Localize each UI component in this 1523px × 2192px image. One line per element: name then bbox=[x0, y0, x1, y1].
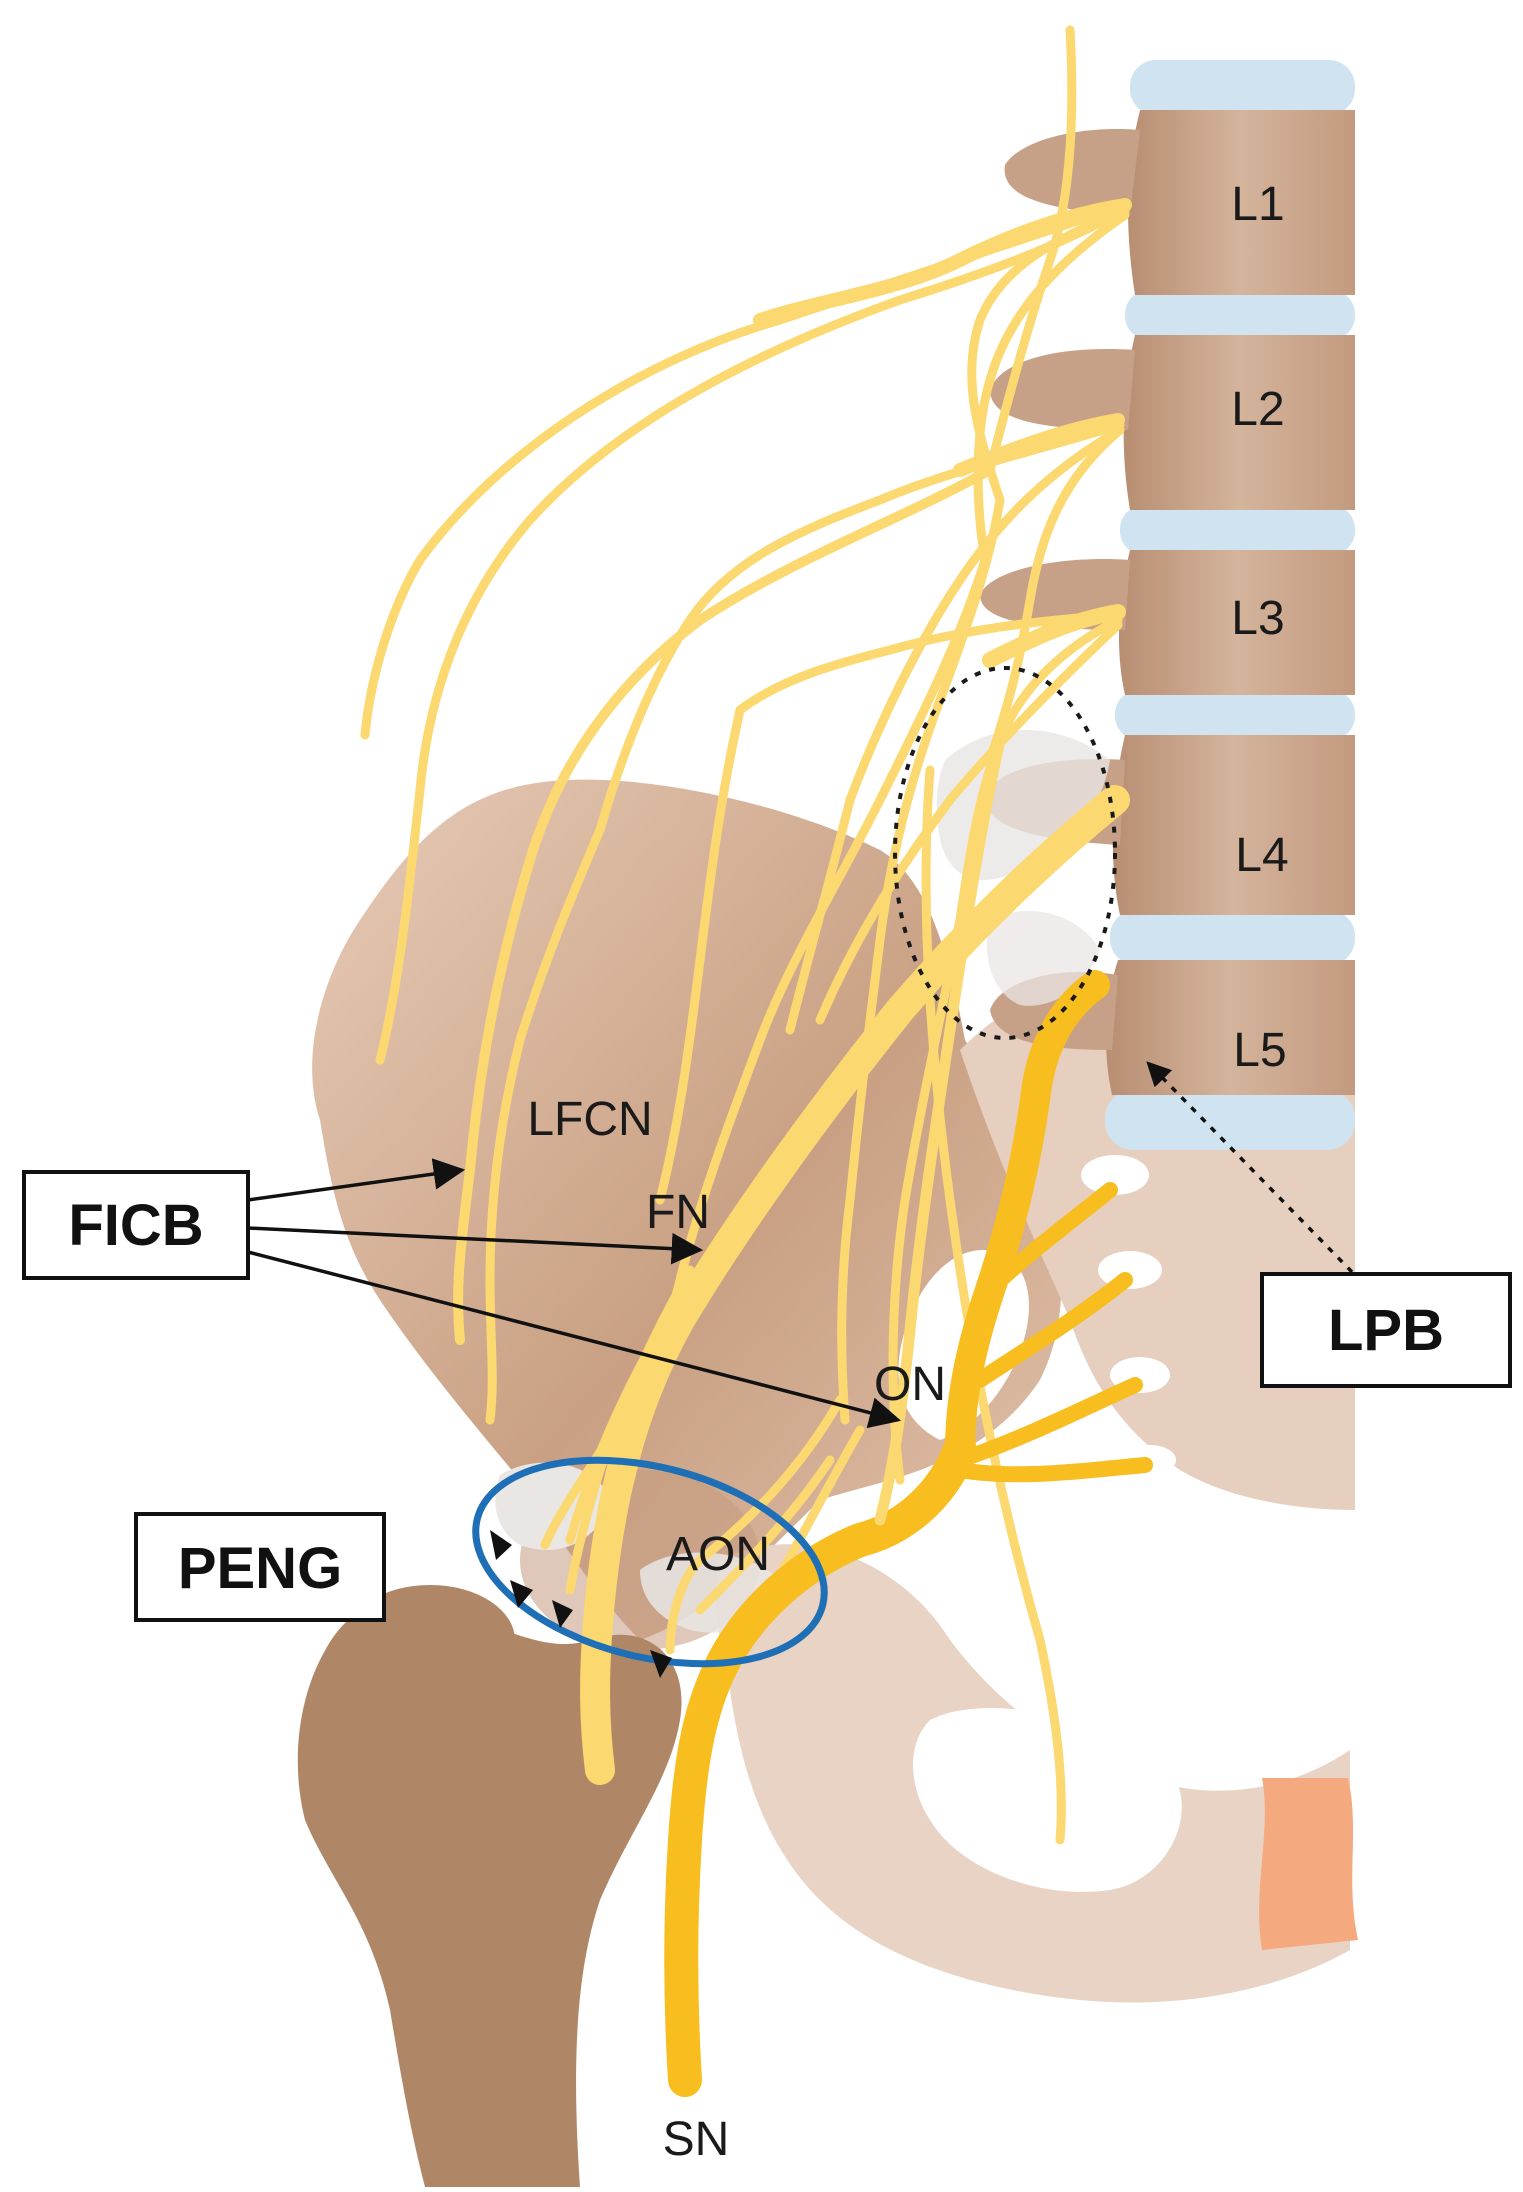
vertebra-body bbox=[1118, 550, 1355, 695]
nerve-branch bbox=[540, 1415, 625, 1550]
label-sn: SN bbox=[663, 2113, 730, 2166]
vertebra-body bbox=[1128, 110, 1355, 295]
ficb-arrow-on bbox=[247, 1250, 902, 1429]
disc bbox=[1130, 60, 1355, 115]
ficb-box bbox=[22, 1170, 250, 1280]
vertebra-body bbox=[1112, 735, 1355, 915]
lpb-box bbox=[1260, 1272, 1512, 1388]
lpb-arrow bbox=[1146, 1061, 1354, 1274]
label-fn: FN bbox=[646, 1186, 710, 1239]
disc bbox=[1120, 505, 1355, 555]
transverse-process bbox=[990, 349, 1135, 430]
sacral-root bbox=[952, 1377, 1143, 1468]
lumbar-spine bbox=[936, 60, 1355, 1150]
vertebra-label-l2: L2 bbox=[1231, 383, 1284, 436]
pubic-symphysis bbox=[1259, 1778, 1358, 1950]
nerve-root-l3 bbox=[982, 604, 1126, 668]
vertebra-label-l1: L1 bbox=[1231, 178, 1284, 231]
nerve-branch bbox=[375, 205, 1130, 1065]
nerve-branch bbox=[837, 935, 885, 1425]
vertebra-label-l5: L5 bbox=[1233, 1024, 1286, 1077]
nerve-branch bbox=[785, 795, 855, 1035]
lumbosacral-trunk bbox=[945, 970, 1110, 1465]
label-aon: AON bbox=[666, 1528, 770, 1581]
arrowhead-marker bbox=[490, 1530, 512, 1560]
disc bbox=[1125, 290, 1355, 340]
annotation-arrows bbox=[247, 1061, 1354, 1429]
nerve-branch bbox=[485, 825, 605, 1425]
ficb-arrow-lfcn bbox=[247, 1158, 466, 1202]
obturator-foramen bbox=[913, 1708, 1182, 1892]
nerve-branch bbox=[985, 25, 1077, 475]
disc bbox=[1115, 690, 1355, 740]
disc bbox=[1105, 1090, 1355, 1150]
vertebra-body bbox=[1123, 335, 1355, 510]
sacral-root bbox=[972, 1272, 1133, 1388]
vertebra-label-l3: L3 bbox=[1231, 592, 1284, 645]
disc bbox=[1110, 910, 1355, 965]
lpb-target-zone bbox=[893, 666, 1117, 1040]
femur bbox=[297, 1585, 682, 2187]
femur-bone bbox=[297, 1606, 682, 2187]
lpb-label: LPB bbox=[1328, 1298, 1444, 1363]
peng-target-zone bbox=[472, 1456, 828, 1668]
ficb-arrow-fn bbox=[247, 1226, 704, 1265]
ficb-label: FICB bbox=[68, 1193, 203, 1258]
nerve-branch bbox=[985, 425, 1125, 765]
vertebra-labels: L1 L2 L3 L4 L5 bbox=[1231, 178, 1288, 1077]
obturator-nerve bbox=[874, 734, 1006, 1526]
arrowhead-marker bbox=[510, 1580, 533, 1608]
block-label-ficb: FICB bbox=[22, 1170, 250, 1280]
sacral-root bbox=[982, 1182, 1118, 1298]
nerve-root-l1 bbox=[753, 198, 1132, 327]
arrowhead-marker bbox=[650, 1650, 672, 1678]
sacral-foramen bbox=[1081, 1155, 1149, 1195]
nerve-branch bbox=[655, 705, 745, 1205]
nerve-root-l2 bbox=[953, 413, 1125, 477]
block-label-peng: PENG bbox=[134, 1512, 386, 1622]
articular-branch-markers bbox=[490, 1530, 672, 1678]
arrowhead-marker bbox=[552, 1600, 573, 1628]
sacral-root bbox=[952, 1457, 1153, 1483]
label-on: ON bbox=[874, 1358, 946, 1411]
nerve-branch bbox=[755, 555, 990, 1045]
peng-box bbox=[134, 1512, 386, 1622]
nerve-branch bbox=[973, 210, 1130, 565]
vertebra-label-l4: L4 bbox=[1235, 829, 1288, 882]
nerve-branch bbox=[815, 620, 1123, 1025]
label-lfcn: LFCN bbox=[527, 1093, 652, 1146]
nerve-branch bbox=[845, 425, 1125, 805]
nerve-branch bbox=[695, 1455, 835, 1615]
lateral-femoral-cutaneous-nerve bbox=[453, 465, 995, 1345]
vertebra-body bbox=[1106, 960, 1355, 1095]
psoas-compartment-shade bbox=[936, 730, 1110, 880]
nerve-branch bbox=[665, 1395, 845, 1655]
peng-label: PENG bbox=[178, 1536, 342, 1601]
block-label-lpb: LPB bbox=[1260, 1272, 1512, 1388]
femoral-head bbox=[345, 1585, 515, 1695]
nerve-labels: LFCN FN ON AON SN bbox=[527, 1093, 946, 2166]
psoas-compartment-shade bbox=[986, 911, 1100, 1006]
nerve-branch bbox=[735, 610, 1123, 715]
